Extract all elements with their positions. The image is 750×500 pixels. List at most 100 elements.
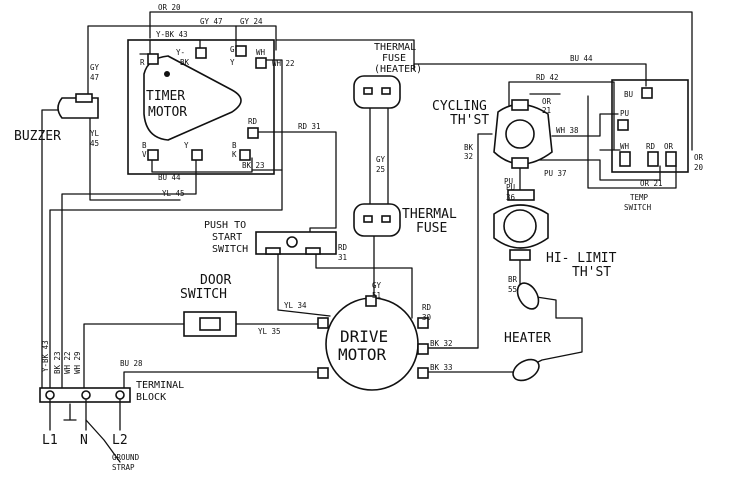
timer-terminal-RD: RD [248, 117, 258, 126]
wire-label-bu44-right: BU 44 [570, 54, 593, 63]
thermal-fuse: THERMAL FUSE [353, 203, 457, 237]
wire-label-yl45-timer: YL 45 [162, 189, 185, 198]
wire-label-br55-1: BR [508, 275, 518, 284]
temp-terminal-BU: BU [624, 90, 633, 99]
wire-label-gy25-2: 25 [376, 165, 385, 174]
wire-label-yl35: YL 35 [258, 327, 281, 336]
terminal-block: TERMINAL BLOCK L1 N L2 GROUND STRAP [39, 380, 184, 472]
wire-label-rd31-b-2: 31 [338, 253, 347, 262]
temp-terminal-RD: RD [646, 142, 656, 151]
wire-label-gy51-1: GY [372, 281, 382, 290]
wire-label-yl45-left-2: 45 [90, 139, 99, 148]
wire-label-pu36-2: 36 [506, 193, 516, 202]
wire-label-bk32-motor: BK 32 [430, 339, 453, 348]
door-switch-label-1: DOOR [200, 273, 231, 288]
wire-label-rd30-1: RD [422, 303, 432, 312]
cycling-terminal-21: 21 [542, 106, 551, 115]
push-to-start-label-1: PUSH TO [204, 220, 246, 231]
wire-label-gy51-2: 51 [372, 291, 381, 300]
wire-label-bk23: BK 23 [242, 161, 265, 170]
door-switch: DOOR SWITCH [180, 273, 237, 337]
ground-strap-label-2: STRAP [112, 463, 135, 472]
wire-label-bk33: BK 33 [430, 363, 453, 372]
ground-strap-label-1: GROUND [112, 453, 140, 462]
wire-label-gy47-left-1: GY [90, 63, 100, 72]
wire-label-ybk43-top: Y-BK 43 [156, 30, 188, 39]
wire-label-wh38: WH 38 [556, 126, 579, 135]
wire-label-bu28: BU 28 [120, 359, 143, 368]
timer-terminal-B: B [142, 141, 147, 150]
temp-switch-label-1: TEMP [630, 193, 649, 202]
terminal-block-label-2: BLOCK [136, 392, 166, 403]
wire-label-bk32-cycling-2: 32 [464, 152, 473, 161]
drive-motor-label-1: DRIVE [340, 327, 388, 346]
wire-label-or20-top: OR 20 [158, 3, 181, 12]
wire-labels: OR 20 GY 47 GY 24 Y-BK 43 WH 22 GY 47 YL… [41, 3, 704, 374]
wire-label-wh22-vert: WH 22 [63, 351, 72, 374]
cycling-thst-label-2: TH'ST [450, 113, 489, 128]
push-to-start-switch: PUSH TO START SWITCH [204, 220, 337, 255]
terminal-block-label-1: TERMINAL [136, 380, 184, 391]
wire-label-yl34: YL 34 [284, 301, 307, 310]
cycling-terminal-PU: PU [504, 177, 513, 186]
timer-terminal-V: V [142, 150, 147, 159]
timer-terminal-G: G [230, 45, 235, 54]
cycling-thst-label-1: CYCLING [432, 99, 487, 114]
thermal-fuse-label-1: THERMAL [402, 207, 457, 222]
hi-limit-label-1: HI- LIMIT [546, 251, 617, 266]
wire-label-bu44-timer: BU 44 [158, 173, 181, 182]
wire-label-pu37: PU 37 [544, 169, 567, 178]
temp-switch-label-2: SWITCH [624, 203, 652, 212]
wire-label-gy47-top: GY 47 [200, 17, 223, 26]
temp-switch: BU PU WH RD OR TEMP SWITCH [611, 79, 689, 212]
wire-label-or20-right-2: 20 [694, 163, 704, 172]
hi-limit-label-2: TH'ST [572, 265, 611, 280]
temp-terminal-OR: OR [664, 142, 674, 151]
timer-terminal-R: R [140, 58, 145, 67]
wire-label-gy25-1: GY [376, 155, 386, 164]
wire-label-rd42: RD 42 [536, 73, 559, 82]
wire-label-rd30-2: 30 [422, 313, 432, 322]
wire-label-wh22: WH 22 [272, 59, 295, 68]
heater: HEATER [504, 282, 551, 382]
thermal-fuse-heater-label-3: (HEATER) [374, 64, 422, 75]
push-to-start-label-2: START [212, 232, 242, 243]
timer-motor-label-2: MOTOR [148, 105, 187, 120]
timer-terminal-Y: Y [230, 58, 235, 67]
push-to-start-label-3: SWITCH [212, 244, 248, 255]
timer-terminal-Y-: Y- [176, 48, 185, 57]
timer-terminal-BK: BK [180, 58, 190, 67]
temp-terminal-PU: PU [620, 109, 629, 118]
cycling-terminal-OR: OR [542, 97, 552, 106]
timer-motor: TIMER MOTOR R BK Y- G Y WH RD B V Y B K [127, 39, 275, 175]
thermal-fuse-heater-label-1: THERMAL [374, 42, 416, 53]
hi-limit-thermostat: HI- LIMIT TH'ST [493, 189, 617, 280]
terminal-N: N [80, 433, 88, 448]
thermal-fuse-heater-label-2: FUSE [382, 53, 406, 64]
terminal-L2: L2 [112, 433, 128, 448]
drive-motor-label-2: MOTOR [338, 345, 387, 364]
wire-label-ybk43-vert: Y-BK 43 [41, 340, 50, 372]
timer-terminal-Y2: Y [184, 141, 189, 150]
thermal-fuse-label-2: FUSE [416, 221, 447, 236]
wire-label-rd31-a: RD 31 [298, 122, 321, 131]
wire-label-bk23-vert: BK 23 [53, 351, 62, 374]
door-switch-label-2: SWITCH [180, 287, 227, 302]
timer-terminal-WH: WH [256, 48, 266, 57]
buzzer: BUZZER [14, 93, 99, 144]
heater-label: HEATER [504, 331, 551, 346]
wire-label-rd31-b-1: RD [338, 243, 348, 252]
wire-label-yl45-left-1: YL [90, 129, 100, 138]
wire-label-br55-2: 55 [508, 285, 517, 294]
wire-label-bk32-cycling-1: BK [464, 143, 474, 152]
thermal-fuse-heater: THERMAL FUSE (HEATER) [353, 42, 422, 109]
wire-label-gy47-left-2: 47 [90, 73, 99, 82]
wire-label-pu36-1: PU [506, 183, 515, 192]
wire-label-wh29: WH 29 [73, 351, 82, 374]
cycling-thermostat: CYCLING TH'ST OR 21 PU [432, 97, 553, 186]
timer-terminal-B2: B [232, 141, 237, 150]
wire-label-gy24: GY 24 [240, 17, 263, 26]
wire-label-or21: OR 21 [640, 179, 663, 188]
